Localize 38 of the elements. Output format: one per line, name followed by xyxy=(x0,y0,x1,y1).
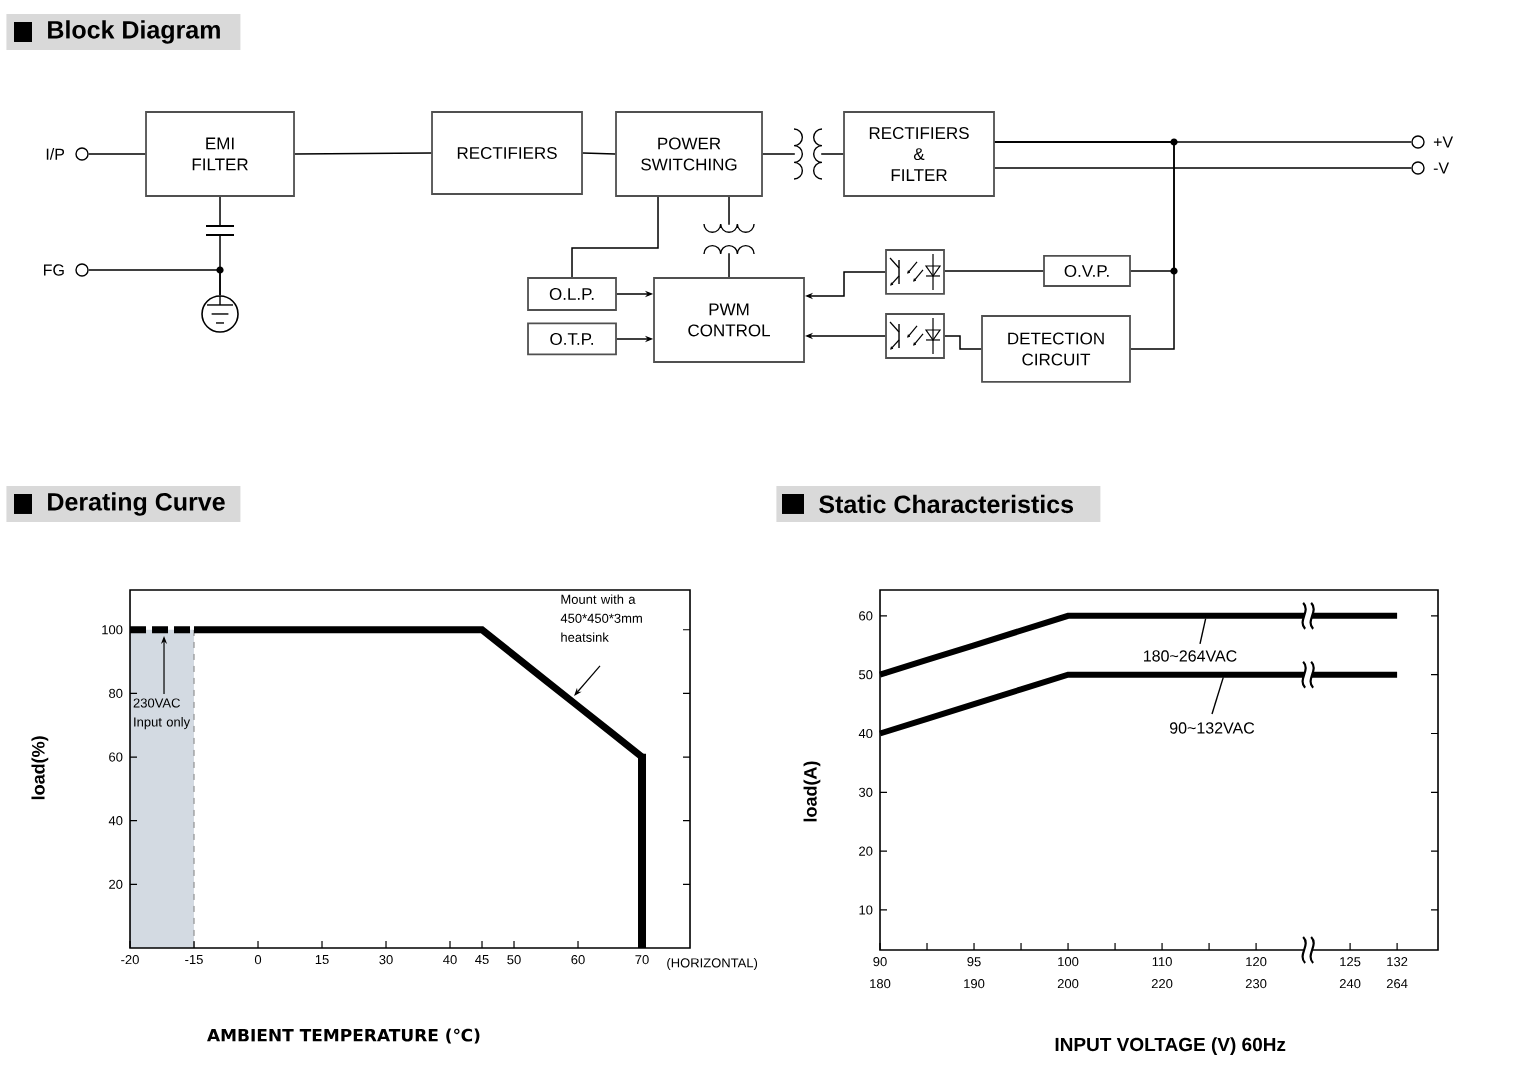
block-box: DETECTION CIRCUIT xyxy=(981,315,1131,383)
block-box: RECTIFIERS xyxy=(431,111,583,195)
connector-line xyxy=(944,270,1044,272)
section-heading: Static Characteristics xyxy=(776,486,1101,522)
node-label: -V xyxy=(1433,162,1450,174)
node-label: +V xyxy=(1433,136,1454,148)
connector-line xyxy=(87,153,146,155)
x-axis-title: AMBIENT TEMPERATURE (℃) xyxy=(207,1028,480,1044)
connector-line xyxy=(944,335,982,350)
block-box: POWER SWITCHING xyxy=(615,111,763,197)
block-box: O.T.P. xyxy=(527,322,617,356)
optocoupler-symbol xyxy=(885,313,945,359)
y-axis-title: load(A) xyxy=(803,761,821,822)
connector-line xyxy=(87,269,221,296)
node-label: I/P xyxy=(46,148,65,160)
connector-line xyxy=(582,152,616,155)
y-axis-title: load(%) xyxy=(31,736,49,800)
ground-symbol xyxy=(201,295,239,333)
series-label: 90~132VAC xyxy=(1170,722,1255,734)
connector-line xyxy=(294,152,432,155)
terminal: FG xyxy=(44,263,89,277)
block-box: O.V.P. xyxy=(1043,255,1131,287)
terminal: -V xyxy=(1411,161,1450,175)
x-axis-title: INPUT VOLTAGE (V) 60Hz xyxy=(1055,1037,1286,1055)
connector-line xyxy=(571,196,659,278)
terminal: +V xyxy=(1411,135,1454,149)
connector-line xyxy=(994,141,1175,350)
series-label: 180~264VAC xyxy=(1144,650,1237,662)
block-box: EMI FILTER xyxy=(145,111,295,197)
block-box: PWM CONTROL xyxy=(653,277,805,363)
node-label: FG xyxy=(44,264,64,276)
section-heading: Derating Curve xyxy=(6,486,241,522)
connector-line xyxy=(994,167,1413,169)
optocoupler-symbol xyxy=(885,249,945,295)
section-heading: Block Diagram xyxy=(6,14,241,50)
block-box: O.L.P. xyxy=(527,277,617,311)
block-box: RECTIFIERS & FILTER xyxy=(843,111,995,197)
terminal: I/P xyxy=(46,147,89,161)
